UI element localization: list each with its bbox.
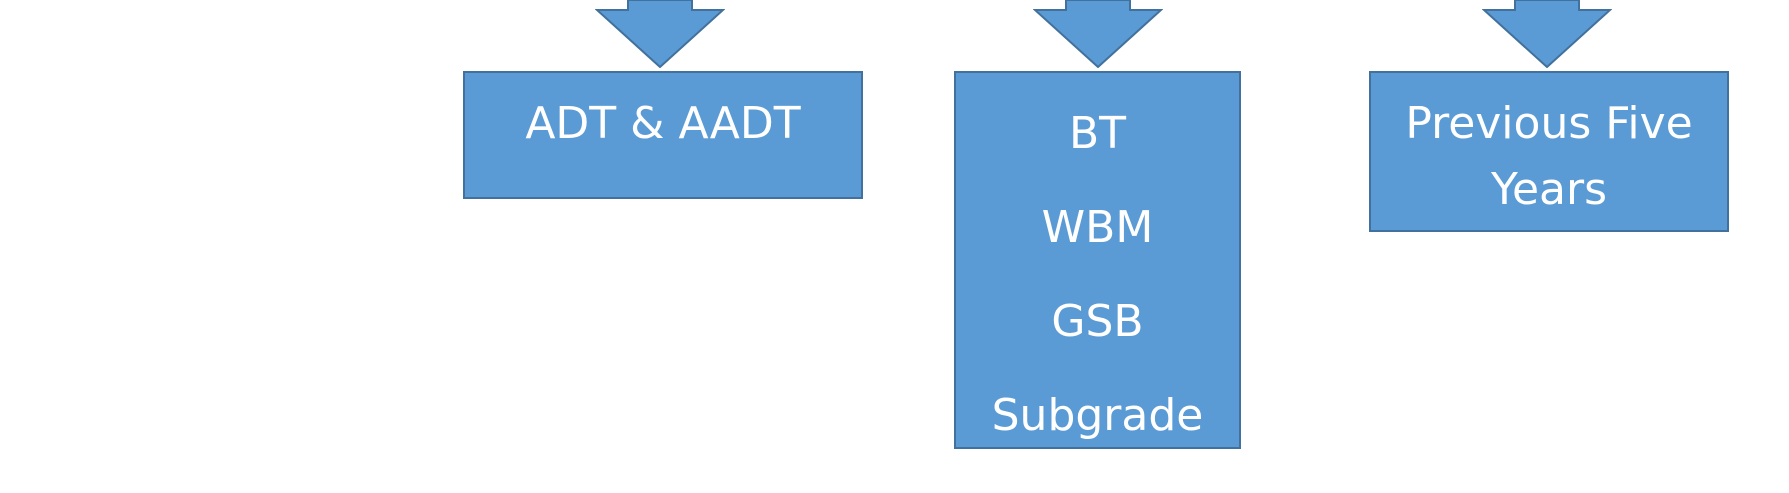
layer-label-bt: BT	[1068, 108, 1127, 159]
down-arrow-2	[1033, 0, 1163, 68]
down-arrow-icon	[1482, 0, 1612, 68]
layer-label-wbm: WBM	[1041, 202, 1154, 253]
box-label: ADT & AADT	[525, 98, 801, 149]
pavement-layers-box: BT WBM GSB Subgrade	[954, 71, 1241, 449]
box-label-line-1: Previous Five	[1405, 98, 1693, 149]
box-label-line-2: Years	[1490, 164, 1608, 215]
layer-label-subgrade: Subgrade	[991, 390, 1204, 441]
down-arrow-icon	[595, 0, 725, 68]
traffic-volume-box: ADT & AADT	[463, 71, 863, 199]
time-period-box: Previous Five Years	[1369, 71, 1729, 232]
down-arrow-icon	[1033, 0, 1163, 68]
down-arrow-1	[595, 0, 725, 68]
layer-label-gsb: GSB	[1051, 296, 1144, 347]
down-arrow-3	[1482, 0, 1612, 68]
